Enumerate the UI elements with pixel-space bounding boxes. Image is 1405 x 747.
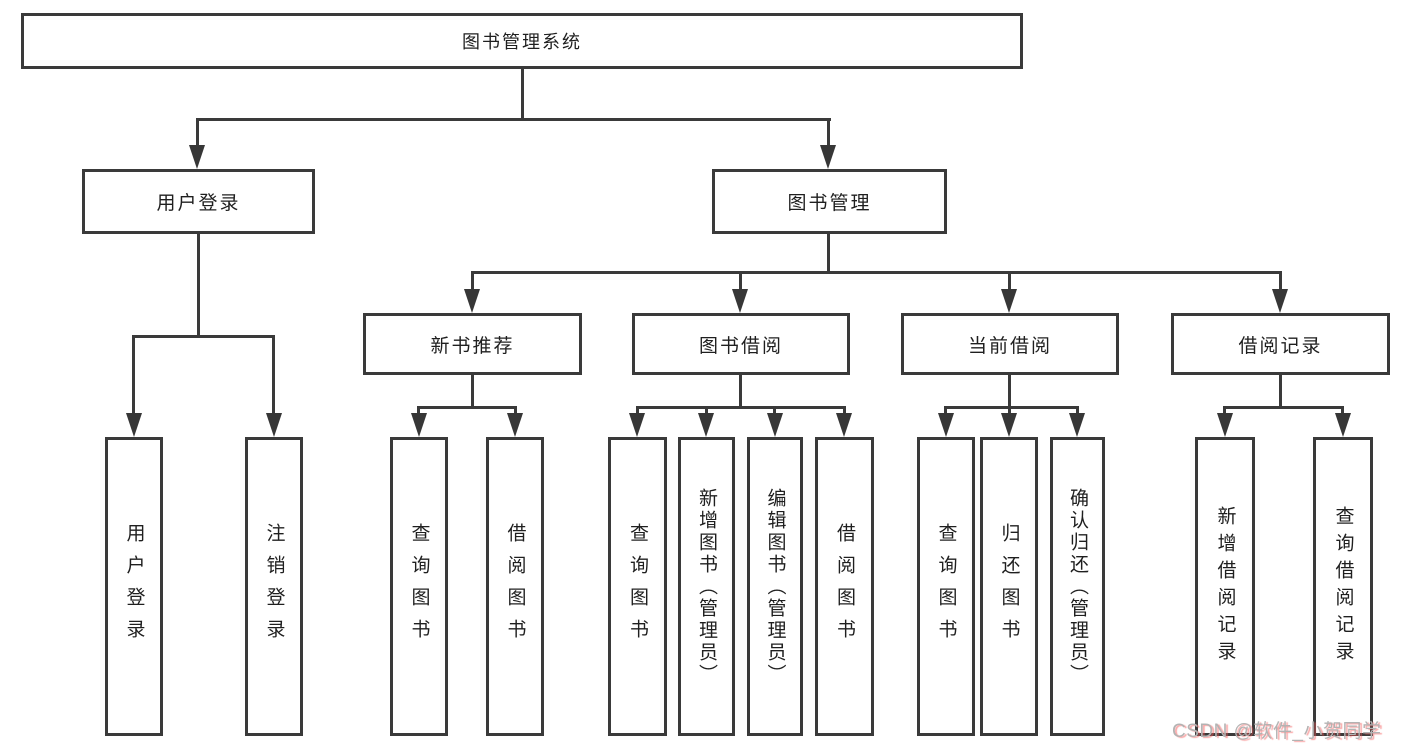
leaf-newrec-query-books: 查询图书 [390, 437, 448, 736]
connector-root-stub [521, 66, 524, 120]
node-current-borrow-label: 当前借阅 [967, 335, 1052, 357]
connector-drop-current-borrow [1008, 271, 1011, 291]
arrow-down-current-borrow-icon [1001, 289, 1017, 313]
leaf-borrow-query-books-label: 查询图书 [627, 522, 648, 651]
arrow-down-new-book-icon [464, 289, 480, 313]
arrow-down-bb-query-icon [629, 413, 645, 437]
node-new-book-recommend-label: 新书推荐 [430, 335, 515, 357]
connector-drop-cb3 [1076, 406, 1079, 416]
leaf-user-login: 用户登录 [105, 437, 163, 736]
leaf-borrow-borrow-books: 借阅图书 [815, 437, 874, 736]
leaf-borrow-borrow-books-label: 借阅图书 [834, 522, 855, 651]
node-current-borrow: 当前借阅 [901, 313, 1119, 375]
connector-user-login-stub [197, 234, 200, 338]
leaf-records-query-record: 查询借阅记录 [1313, 437, 1373, 736]
connector-current-borrow-stub [1008, 375, 1011, 409]
connector-drop-nb2 [514, 406, 517, 416]
leaf-current-return-books: 归还图书 [980, 437, 1038, 736]
node-book-management-label: 图书管理 [787, 193, 872, 214]
node-book-borrow: 图书借阅 [632, 313, 850, 375]
connector-borrow-records-bus [1223, 406, 1343, 409]
node-root-system: 图书管理系统 [21, 13, 1023, 69]
connector-drop-leaf-logout [272, 335, 275, 415]
leaf-current-query-books: 查询图书 [917, 437, 975, 736]
arrow-down-cb-return-icon [1001, 413, 1017, 437]
leaf-newrec-query-books-label: 查询图书 [408, 522, 430, 651]
connector-drop-br1 [1223, 406, 1226, 416]
csdn-watermark: CSDN @软件_小贺同学 [1172, 721, 1382, 742]
node-root-label: 图书管理系统 [462, 32, 582, 52]
node-user-login-label: 用户登录 [156, 193, 241, 214]
leaf-records-add-record: 新增借阅记录 [1195, 437, 1255, 736]
leaf-borrow-edit-books-admin-label: 编辑图书（管理员） [764, 487, 786, 686]
arrow-down-bb-edit-icon [767, 413, 783, 437]
leaf-borrow-add-books-admin: 新增图书（管理员） [678, 437, 735, 736]
connector-current-borrow-bus [944, 406, 1079, 409]
connector-new-book-bus [417, 406, 517, 409]
leaf-user-login-label: 用户登录 [123, 522, 145, 651]
arrow-down-book-mgmt-icon [820, 145, 836, 169]
leaf-newrec-borrow-books-label: 借阅图书 [504, 522, 526, 651]
connector-drop-bb4 [843, 406, 846, 416]
connector-new-book-stub [471, 375, 474, 409]
connector-drop-new-book [471, 271, 474, 291]
arrow-down-cb-query-icon [938, 413, 954, 437]
connector-borrow-records-stub [1279, 375, 1282, 409]
leaf-current-confirm-return-admin-label: 确认归还（管理员） [1067, 487, 1088, 686]
arrow-down-user-login-icon [189, 145, 205, 169]
connector-drop-nb1 [417, 406, 420, 416]
connector-drop-user-login [196, 118, 199, 148]
arrow-down-nb-query-icon [411, 413, 427, 437]
node-book-borrow-label: 图书借阅 [698, 335, 783, 357]
leaf-logout: 注销登录 [245, 437, 303, 736]
connector-drop-book-mgmt [827, 118, 830, 148]
leaf-records-query-record-label: 查询借阅记录 [1332, 505, 1354, 668]
node-book-management: 图书管理 [712, 169, 947, 234]
connector-drop-borrow-records [1279, 271, 1282, 291]
connector-drop-br2 [1341, 406, 1344, 416]
connector-root-bus [196, 118, 831, 121]
arrow-down-nb-borrow-icon [507, 413, 523, 437]
leaf-logout-label: 注销登录 [263, 522, 285, 651]
node-new-book-recommend: 新书推荐 [363, 313, 582, 375]
connector-book-borrow-stub [739, 375, 742, 409]
connector-drop-cb2 [1008, 406, 1011, 416]
arrow-down-book-borrow-icon [732, 289, 748, 313]
leaf-records-add-record-label: 新增借阅记录 [1214, 505, 1236, 668]
connector-drop-bb2 [705, 406, 708, 416]
node-borrow-records-label: 借阅记录 [1238, 335, 1323, 357]
arrow-down-bb-add-icon [698, 413, 714, 437]
arrow-down-bb-borrow-icon [836, 413, 852, 437]
arrow-down-cb-confirm-icon [1069, 413, 1085, 437]
connector-drop-cb1 [944, 406, 947, 416]
connector-drop-leaf-login [132, 335, 135, 415]
leaf-borrow-add-books-admin-label: 新增图书（管理员） [696, 487, 717, 686]
connector-book-borrow-bus [636, 406, 846, 409]
leaf-current-return-books-label: 归还图书 [998, 522, 1020, 651]
leaf-current-query-books-label: 查询图书 [935, 522, 957, 651]
connector-book-mgmt-bus [471, 271, 1282, 274]
node-user-login: 用户登录 [82, 169, 315, 234]
arrow-down-borrow-records-icon [1272, 289, 1288, 313]
arrow-down-leaf-login-icon [126, 413, 142, 437]
node-borrow-records: 借阅记录 [1171, 313, 1390, 375]
arrow-down-br-query-icon [1335, 413, 1351, 437]
connector-drop-book-borrow [739, 271, 742, 291]
connector-drop-bb3 [773, 406, 776, 416]
arrow-down-leaf-logout-icon [266, 413, 282, 437]
connector-drop-bb1 [636, 406, 639, 416]
leaf-newrec-borrow-books: 借阅图书 [486, 437, 544, 736]
leaf-borrow-query-books: 查询图书 [608, 437, 667, 736]
leaf-borrow-edit-books-admin: 编辑图书（管理员） [747, 437, 803, 736]
arrow-down-br-add-icon [1217, 413, 1233, 437]
connector-user-login-bus [132, 335, 275, 338]
leaf-current-confirm-return-admin: 确认归还（管理员） [1050, 437, 1105, 736]
connector-book-mgmt-stub [827, 234, 830, 274]
